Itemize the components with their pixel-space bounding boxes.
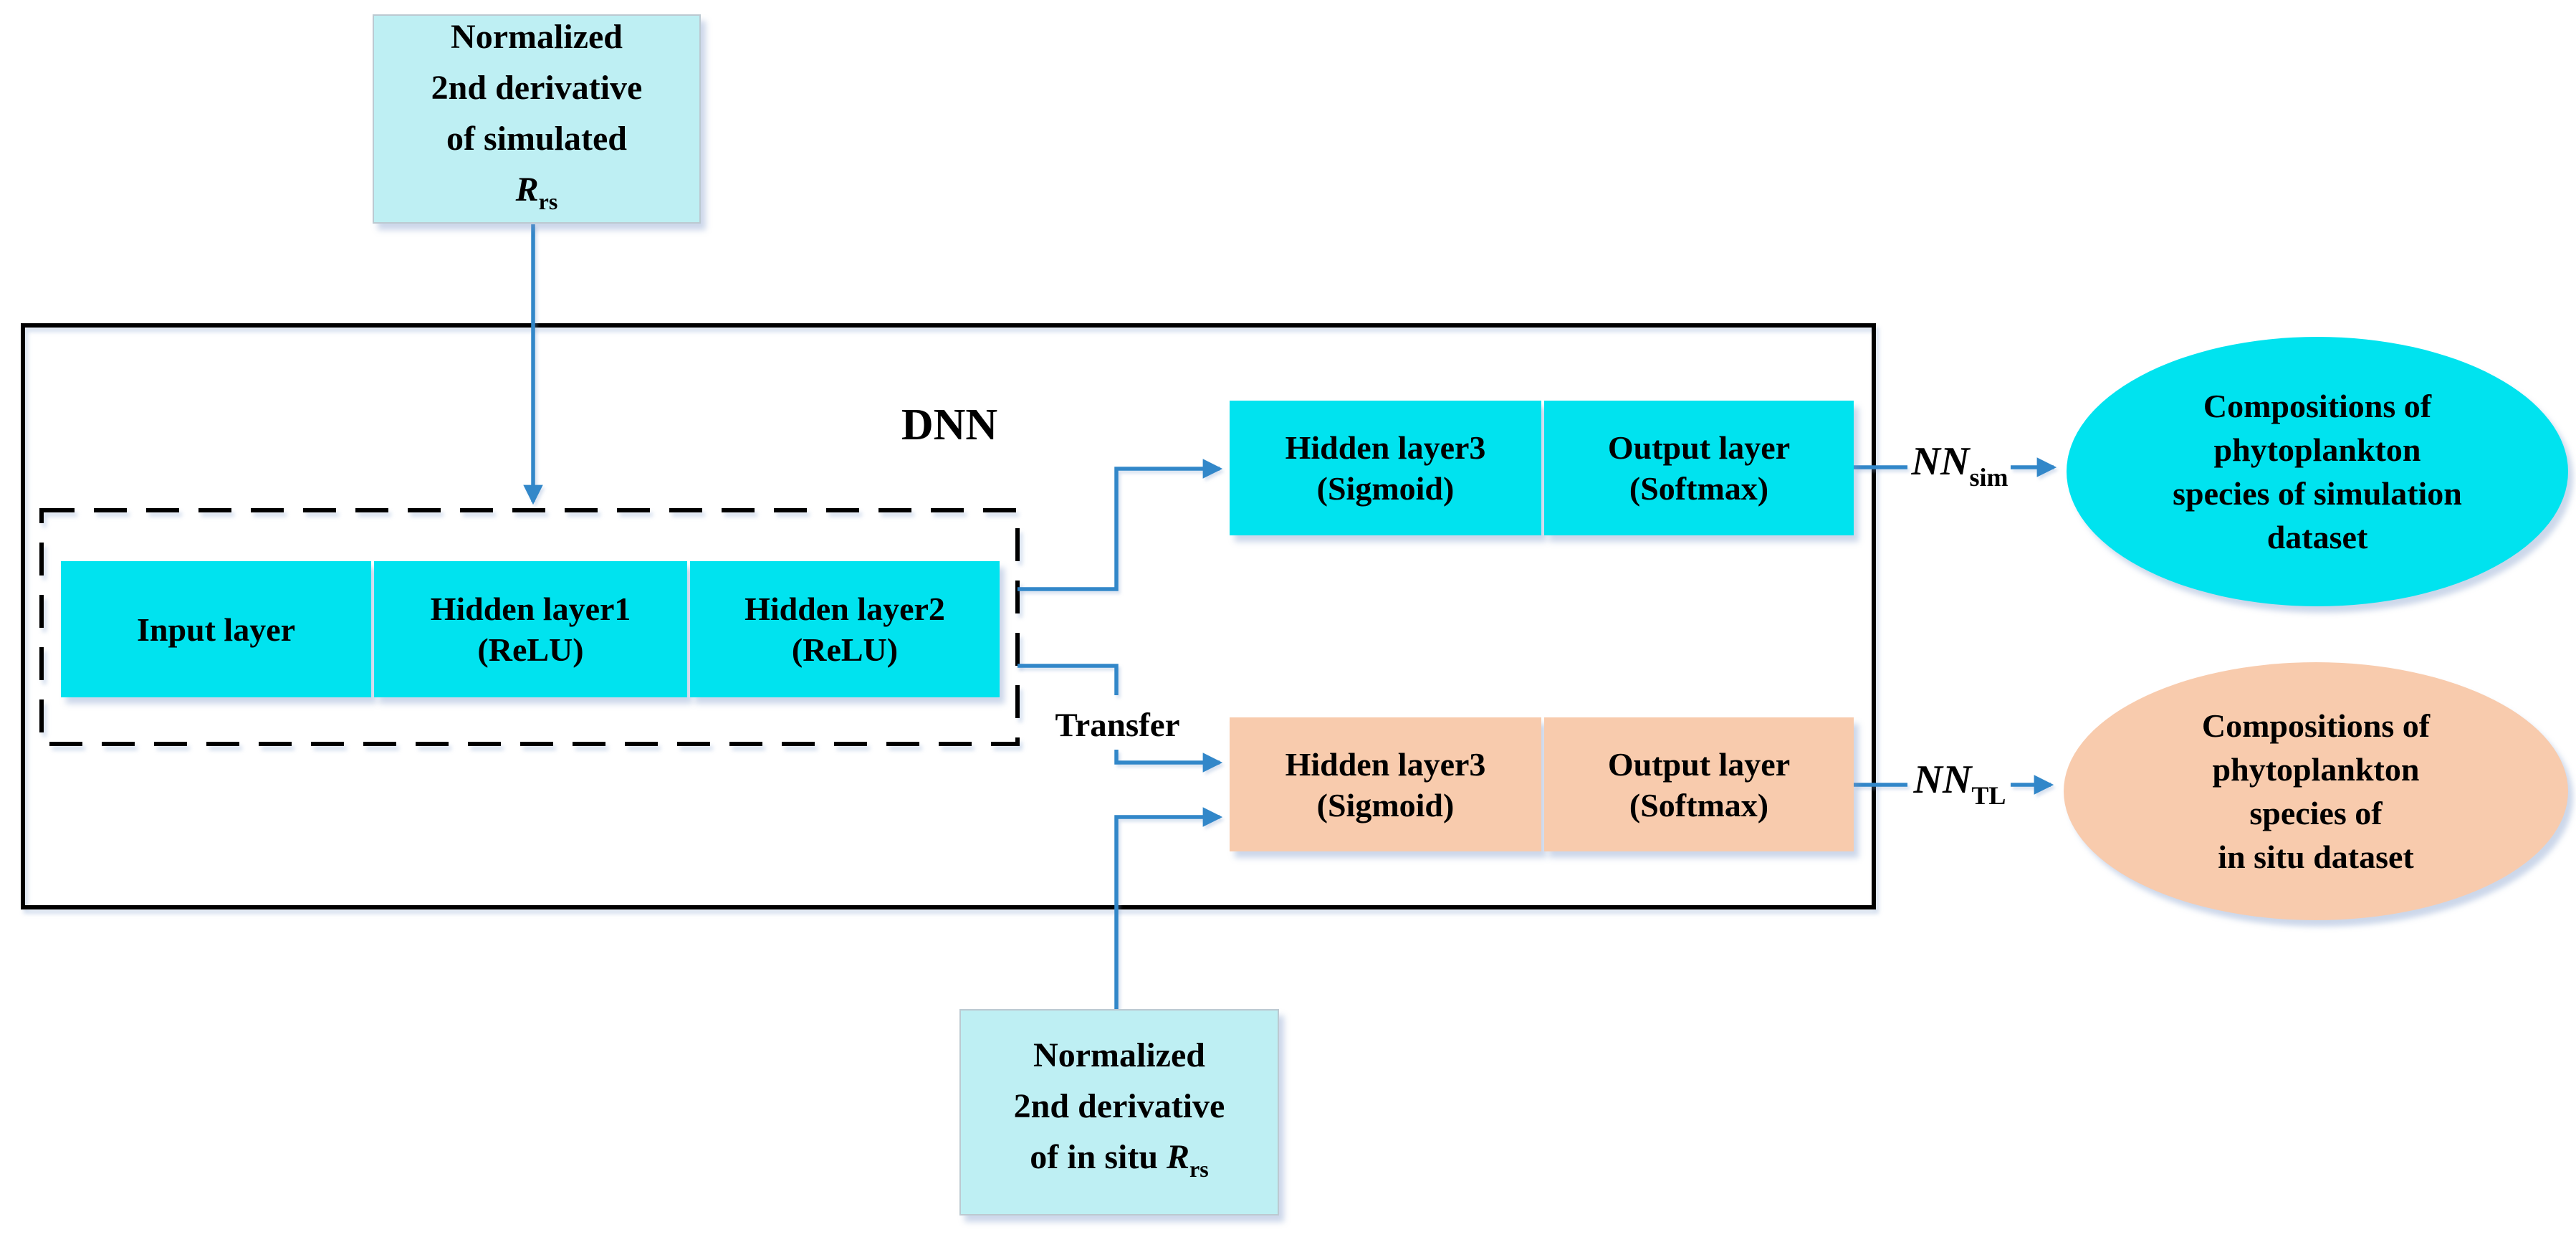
arrow-transfer-to-tl-head	[1114, 750, 1223, 773]
shared-layers-bar: Input layer Hidden layer1 (ReLU) Hidden …	[61, 561, 1000, 697]
layer-title: Output layer	[1607, 429, 1791, 466]
bottom-input-line: of in situ Rrs	[1030, 1132, 1208, 1195]
rrs-subscript: rs	[538, 188, 558, 214]
layer-activation: (ReLU)	[477, 631, 584, 668]
rrs-symbol: R	[1167, 1138, 1190, 1176]
top-input-box: Normalized 2nd derivative of simulated R…	[373, 14, 701, 224]
layer-activation: (Softmax)	[1629, 470, 1769, 507]
transfer-elbow-upper	[1018, 664, 1119, 695]
ellipse-line: species of	[2249, 795, 2383, 831]
arrow-bottom-input-to-tl-head	[1114, 807, 1223, 1009]
bottom-input-line3-prefix: of in situ	[1030, 1138, 1167, 1176]
ellipse-line: dataset	[2266, 519, 2368, 555]
hidden-layer2-box: Hidden layer2 (ReLU)	[690, 561, 1000, 697]
rrs-subscript: rs	[1189, 1156, 1209, 1182]
sim-output-layer-box: Output layer (Softmax)	[1544, 401, 1854, 535]
layer-activation: (Softmax)	[1629, 786, 1769, 823]
layer-activation: (ReLU)	[791, 631, 899, 668]
tl-head-bar: Hidden layer3 (Sigmoid) Output layer (So…	[1230, 717, 1854, 851]
top-input-line: of simulated	[446, 119, 627, 158]
input-layer-box: Input layer	[61, 561, 371, 697]
tl-hidden-layer3-box: Hidden layer3 (Sigmoid)	[1230, 717, 1541, 851]
layer-title: Input layer	[136, 611, 296, 648]
shared-layers-dashed-border	[39, 508, 1020, 746]
bottom-input-line: Normalized	[1033, 1036, 1205, 1074]
sim-result-ellipse: Compositions of phytoplankton species of…	[2067, 337, 2568, 606]
ellipse-line: phytoplankton	[2213, 431, 2421, 468]
ellipse-line: Compositions of	[2203, 388, 2432, 424]
layer-title: Hidden layer3	[1285, 429, 1486, 466]
nn-sim-symbol: NN	[1911, 439, 1970, 484]
tl-result-ellipse: Compositions of phytoplankton species of…	[2064, 662, 2568, 920]
hidden-layer1-box: Hidden layer1 (ReLU)	[374, 561, 687, 697]
layer-activation: (Sigmoid)	[1316, 786, 1455, 823]
dnn-outer-border	[21, 323, 1876, 909]
nn-sim-label: NNsim	[1895, 439, 2024, 492]
layer-activation: (Sigmoid)	[1316, 470, 1455, 507]
top-input-line: 2nd derivative	[431, 68, 643, 107]
layer-title: Hidden layer1	[430, 591, 631, 627]
layer-title: Output layer	[1607, 745, 1791, 783]
rrs-formula: Rrs	[516, 164, 558, 227]
sim-head-bar: Hidden layer3 (Sigmoid) Output layer (So…	[1230, 401, 1854, 535]
rrs-symbol: R	[515, 170, 539, 209]
ellipse-line: Compositions of	[2201, 707, 2431, 744]
ellipse-line: species of simulation	[2173, 475, 2462, 512]
dnn-title: DNN	[901, 401, 998, 449]
sim-hidden-layer3-box: Hidden layer3 (Sigmoid)	[1230, 401, 1541, 535]
top-input-line: Normalized	[451, 17, 623, 56]
tl-output-layer-box: Output layer (Softmax)	[1544, 717, 1854, 851]
bottom-input-line: 2nd derivative	[1013, 1087, 1225, 1125]
nn-tl-label: NNTL	[1895, 757, 2024, 811]
arrow-shared-to-sim-head	[1018, 459, 1223, 591]
nn-sim-subscript: sim	[1969, 463, 2008, 492]
nn-tl-symbol: NN	[1913, 758, 1972, 802]
ellipse-line: in situ dataset	[2218, 839, 2414, 875]
ellipse-line: phytoplankton	[2212, 751, 2420, 788]
layer-title: Hidden layer2	[744, 591, 945, 627]
bottom-input-box: Normalized 2nd derivative of in situ Rrs	[959, 1009, 1279, 1215]
layer-title: Hidden layer3	[1285, 745, 1486, 783]
transfer-label: Transfer	[1055, 707, 1180, 744]
nn-tl-subscript: TL	[1971, 781, 2006, 810]
